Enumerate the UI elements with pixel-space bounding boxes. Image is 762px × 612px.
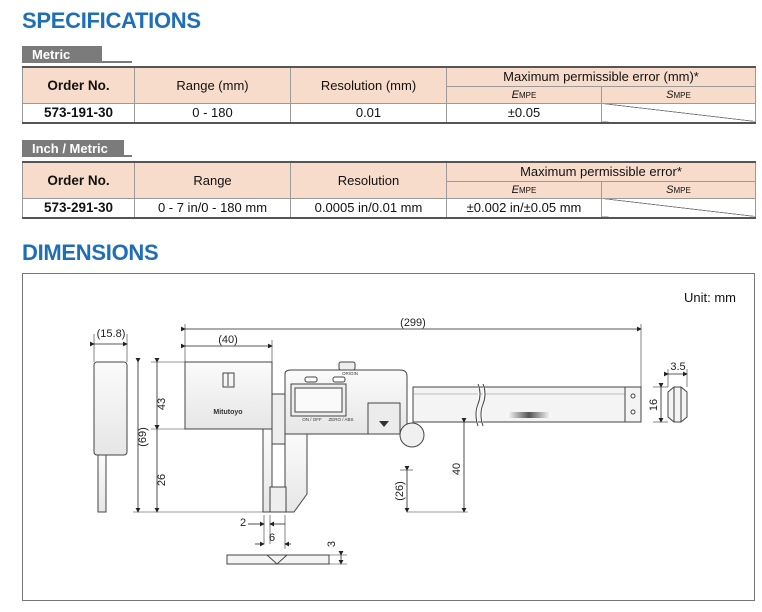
cell-order-no: 573-191-30 — [22, 102, 135, 124]
header-mpe: Maximum permissible error* — [446, 161, 756, 182]
header-order-no: Order No. — [22, 161, 135, 199]
dim-26-paren: (26) — [394, 481, 406, 501]
dim-40-vertical: 40 — [451, 463, 463, 475]
cell-range: 0 - 7 in/0 - 180 mm — [134, 197, 291, 219]
header-smpe: SMPE — [601, 85, 756, 104]
inch-metric-spec-table: Order No. Range Resolution Maximum permi… — [22, 161, 756, 219]
cell-order-no: 573-291-30 — [22, 197, 135, 219]
metric-tab: Metric — [22, 46, 132, 63]
header-empe: EMPE — [446, 85, 602, 104]
unit-label: Unit: mm — [684, 290, 736, 305]
dim-15-8: (15.8) — [97, 328, 126, 340]
inch-metric-tab-label: Inch / Metric — [22, 140, 124, 157]
header-smpe: SMPE — [601, 180, 756, 199]
tab-underline — [22, 155, 132, 157]
jaw-section — [226, 554, 330, 565]
metric-spec-table: Order No. Range (mm) Resolution (mm) Max… — [22, 66, 756, 124]
dim-69: (69) — [137, 427, 149, 447]
dim-43: 43 — [156, 398, 168, 410]
header-resolution: Resolution (mm) — [290, 66, 447, 104]
inch-metric-tab: Inch / Metric — [22, 140, 132, 157]
caliper-drawing: (15.8) (69) 43 26 Mitutoyo — [90, 317, 688, 565]
header-mpe: Maximum permissible error (mm)* — [446, 66, 756, 87]
zero-abs-label: ZERO / ABS — [328, 417, 353, 422]
dim-26: 26 — [156, 474, 168, 486]
tab-underline — [22, 61, 132, 63]
header-resolution: Resolution — [290, 161, 447, 199]
dim-3: 3 — [326, 541, 338, 547]
header-range: Range (mm) — [134, 66, 291, 104]
dim-16: 16 — [648, 399, 660, 411]
specifications-heading: SPECIFICATIONS — [22, 8, 201, 33]
origin-label: ORIGIN — [342, 371, 358, 376]
cell-range: 0 - 180 — [134, 102, 291, 124]
brand-label: Mitutoyo — [213, 409, 242, 416]
cell-empe: ±0.002 in/±0.05 mm — [446, 197, 602, 219]
cell-empe: ±0.05 — [446, 102, 602, 124]
cell-smpe-empty — [601, 197, 756, 219]
beam-section — [667, 386, 688, 423]
header-range: Range — [134, 161, 291, 199]
cell-resolution: 0.01 — [290, 102, 447, 124]
side-view — [93, 361, 128, 513]
cell-smpe-empty — [601, 102, 756, 124]
dim-299: (299) — [400, 317, 426, 329]
header-empe: EMPE — [446, 180, 602, 199]
caliper-front-view: Mitutoyo ORIGIN ON / OFF ZERO / ABS — [184, 361, 642, 513]
metric-tab-label: Metric — [22, 46, 102, 63]
header-order-no: Order No. — [22, 66, 135, 104]
dimensions-drawing: Unit: mm (15.8) (69) 43 26 — [22, 273, 755, 601]
dim-2: 2 — [240, 517, 246, 529]
dim-3-5: 3.5 — [670, 361, 685, 373]
dim-40: (40) — [218, 334, 238, 346]
dim-6: 6 — [269, 532, 275, 544]
dimensions-heading: DIMENSIONS — [22, 240, 159, 265]
cell-resolution: 0.0005 in/0.01 mm — [290, 197, 447, 219]
on-off-label: ON / OFF — [302, 417, 322, 422]
